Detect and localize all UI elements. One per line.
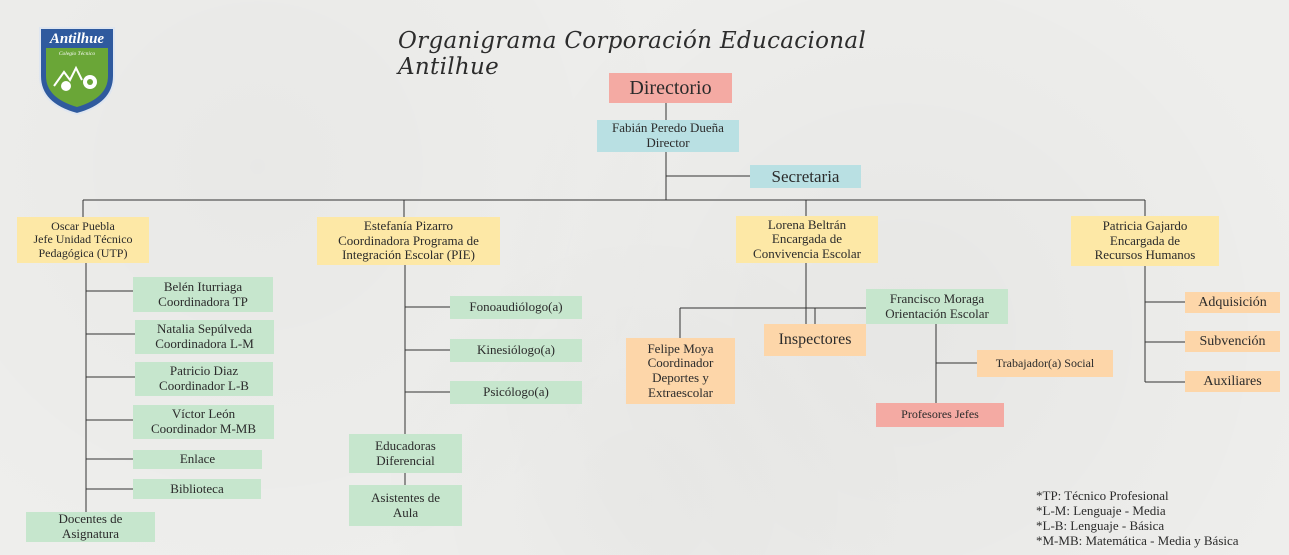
node-coordinador-mmb: Víctor León Coordinador M-MB	[133, 405, 274, 439]
node-enlace: Enlace	[133, 450, 262, 469]
node-biblioteca: Biblioteca	[133, 479, 261, 499]
node-coordinadora-lm: Natalia Sepúlveda Coordinadora L-M	[135, 320, 274, 354]
node-profesores-jefes: Profesores Jefes	[876, 403, 1004, 427]
node-subvencion: Subvención	[1185, 331, 1280, 352]
node-inspectores: Inspectores	[764, 324, 866, 356]
node-trabajador-social: Trabajador(a) Social	[977, 350, 1113, 377]
chart-title: Organigrama Corporación Educacional Anti…	[398, 28, 867, 80]
node-docentes-asignatura: Docentes de Asignatura	[26, 512, 155, 542]
node-educadoras-diferencial: Educadoras Diferencial	[349, 434, 462, 473]
legend-item: *L-M: Lenguaje - Media	[1036, 503, 1166, 518]
node-psicologo: Psicólogo(a)	[450, 381, 582, 404]
logo-subtitle: Colegio Técnico	[59, 51, 95, 57]
node-orientacion-escolar: Francisco Moraga Orientación Escolar	[866, 289, 1008, 324]
node-convivencia-escolar: Lorena Beltrán Encargada de Convivencia …	[736, 216, 878, 263]
legend-item: *TP: Técnico Profesional	[1036, 488, 1169, 503]
node-director: Fabián Peredo Dueña Director	[597, 120, 739, 152]
node-auxiliares: Auxiliares	[1185, 371, 1280, 392]
logo-name: Antilhue	[49, 31, 105, 47]
node-asistentes-aula: Asistentes de Aula	[349, 485, 462, 526]
node-recursos-humanos: Patricia Gajardo Encargada de Recursos H…	[1071, 216, 1219, 266]
node-secretaria: Secretaria	[750, 165, 861, 188]
legend: *TP: Técnico Profesional *L-M: Lenguaje …	[1036, 488, 1239, 548]
node-coordinadora-tp: Belén Iturriaga Coordinadora TP	[133, 277, 273, 312]
node-kinesiologo: Kinesiólogo(a)	[450, 339, 582, 362]
legend-item: *M-MB: Matemática - Media y Básica	[1036, 533, 1239, 548]
antilhue-logo: Antilhue Colegio Técnico	[39, 27, 115, 116]
node-jefe-utp: Oscar Puebla Jefe Unidad Técnico Pedagóg…	[17, 217, 149, 263]
node-felipe-moya: Felipe Moya Coordinador Deportes y Extra…	[626, 338, 735, 404]
node-coordinador-lb: Patricio Diaz Coordinador L-B	[135, 362, 273, 396]
node-fonoaudiologo: Fonoaudiólogo(a)	[450, 296, 582, 319]
legend-item: *L-B: Lenguaje - Básica	[1036, 518, 1165, 533]
node-coordinadora-pie: Estefanía Pizarro Coordinadora Programa …	[317, 217, 500, 265]
node-directorio: Directorio	[609, 73, 732, 103]
node-adquisicion: Adquisición	[1185, 292, 1280, 313]
